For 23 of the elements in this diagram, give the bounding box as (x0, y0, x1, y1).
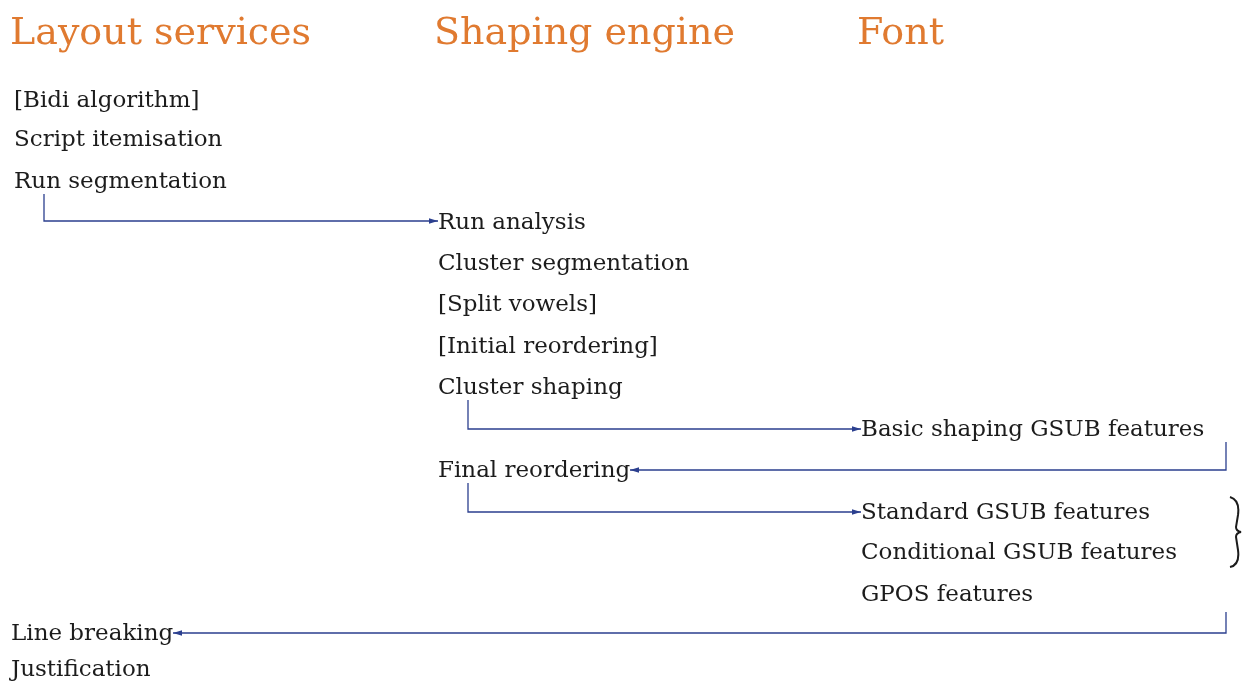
arrow (467, 399, 862, 432)
step-text: Cluster shaping (438, 372, 623, 400)
column-heading: Font (857, 8, 944, 54)
step-text: Basic shaping GSUB features (861, 414, 1205, 442)
arrow (629, 441, 1227, 473)
arrow (172, 611, 1227, 636)
step-text: [Split vowels] (438, 289, 597, 317)
step-text: Justification (11, 654, 151, 682)
step-text: Run analysis (438, 207, 586, 235)
step-text: [Bidi algorithm] (14, 85, 200, 113)
step-text: GPOS features (861, 579, 1034, 607)
arrow (467, 482, 862, 515)
column-heading: Layout services (10, 8, 312, 54)
step-text: [Initial reordering] (438, 331, 658, 359)
step-text: Final reordering (438, 455, 631, 483)
step-text: Run segmentation (14, 166, 227, 194)
step-text: Standard GSUB features (861, 497, 1151, 525)
step-text: Conditional GSUB features (861, 537, 1177, 565)
step-text: Line breaking (11, 618, 174, 646)
step-text: Cluster segmentation (438, 248, 690, 276)
arrow (43, 193, 439, 224)
step-text: Script itemisation (14, 124, 223, 152)
column-heading: Shaping engine (434, 8, 735, 54)
